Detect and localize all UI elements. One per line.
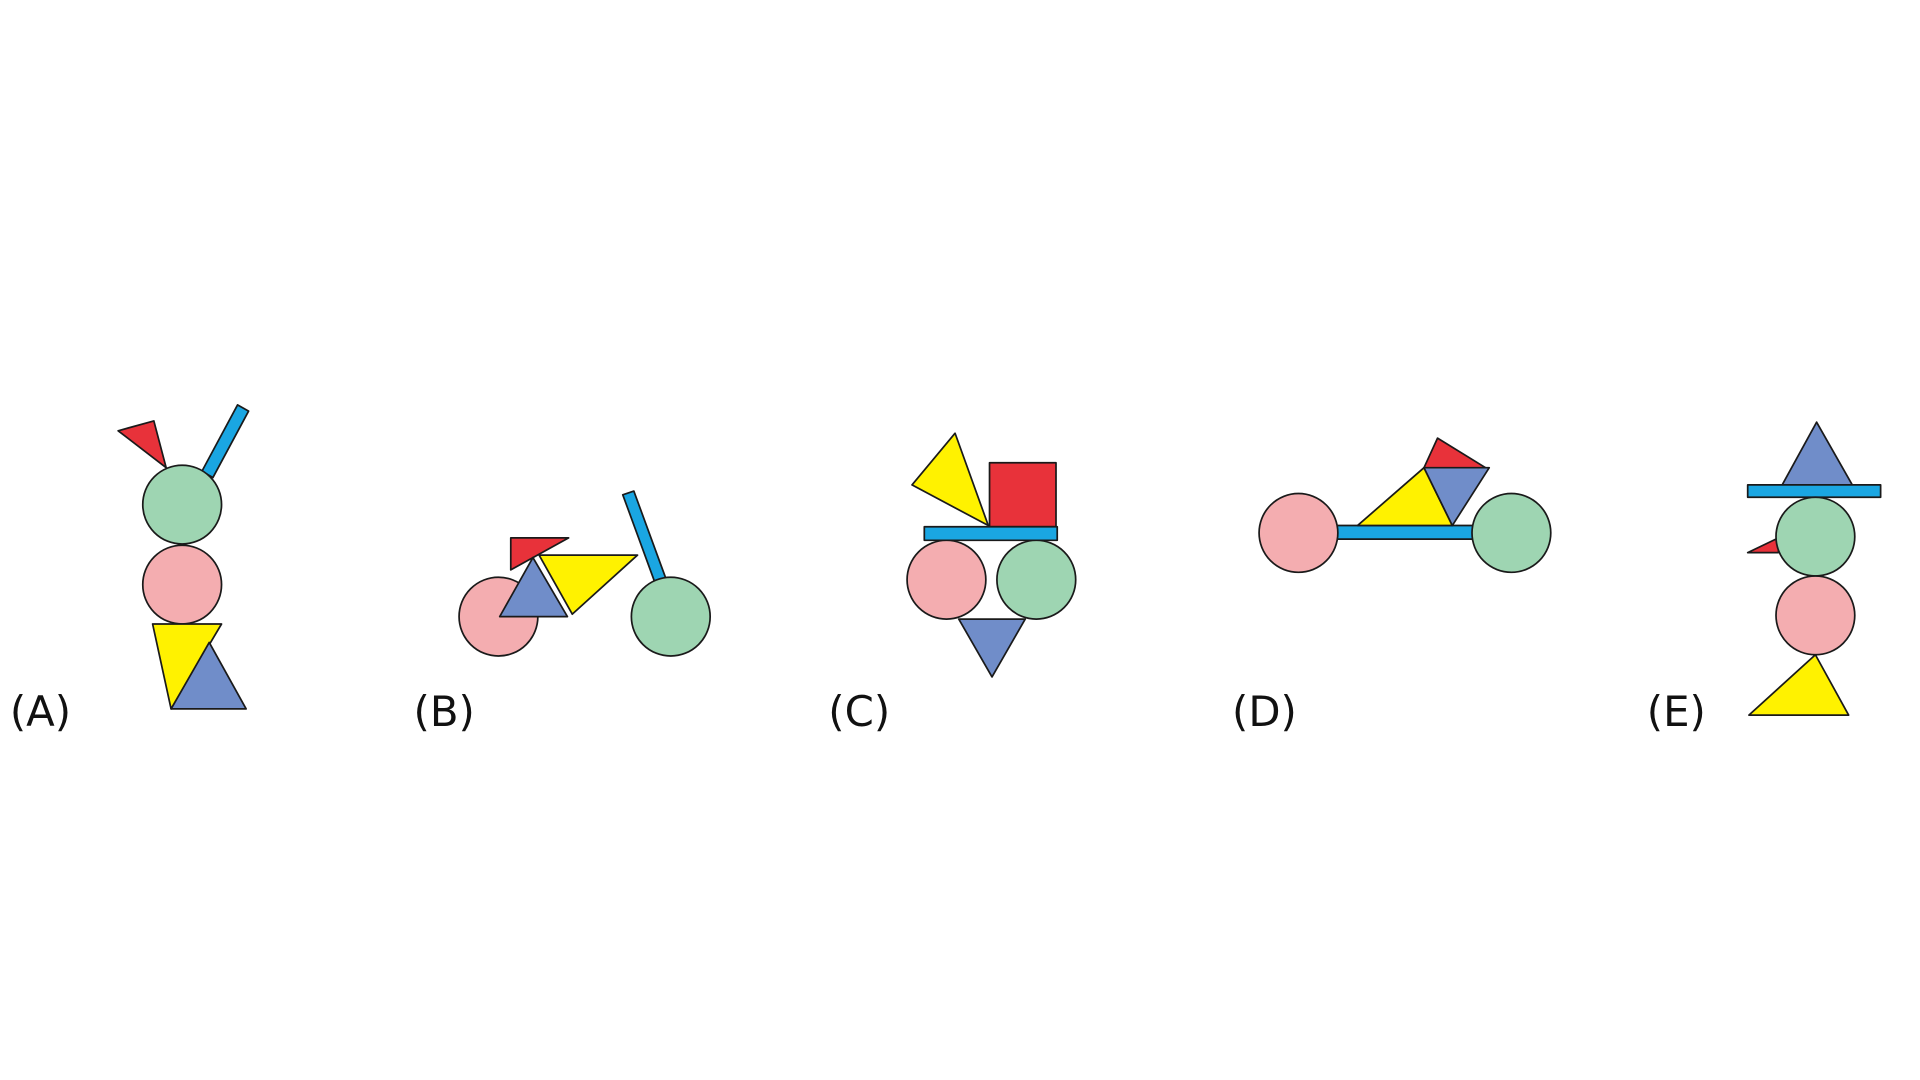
pink-circle [1775, 575, 1856, 656]
blue-bar [923, 525, 1059, 542]
figure-label-c: (C) [828, 687, 890, 736]
green-circle [141, 464, 223, 545]
pink-circle [1258, 492, 1339, 574]
blue-triangle [498, 556, 569, 618]
figure-label-a: (A) [10, 687, 71, 736]
blue-bar [1746, 484, 1882, 499]
figure-label-b: (B) [414, 687, 475, 736]
figure-label-d: (D) [1232, 687, 1297, 736]
figure-e: (E) [1647, 421, 1882, 736]
pink-circle [906, 539, 987, 620]
blue-triangle [1781, 421, 1854, 486]
pink-circle [141, 544, 223, 625]
blue-bar [200, 404, 250, 479]
red-triangle [1746, 536, 1780, 554]
yellow-triangle [1748, 653, 1850, 716]
figure-d: (D) [1232, 437, 1552, 736]
figure-a: (A) [10, 404, 250, 736]
yellow-triangle [538, 554, 639, 616]
blue-triangle [170, 641, 248, 710]
green-circle [1775, 496, 1856, 577]
red-triangle [117, 420, 168, 469]
blue-bar [621, 490, 667, 584]
red-triangle [509, 536, 570, 571]
figure-b: (B) [414, 490, 712, 736]
green-circle [996, 539, 1077, 620]
green-circle [1471, 492, 1552, 574]
yellow-triangle [911, 432, 990, 527]
green-circle [630, 576, 712, 657]
blue-bar [1334, 524, 1476, 540]
blue-triangle [957, 618, 1027, 678]
figure-c: (C) [828, 432, 1077, 736]
figure-label-e: (E) [1647, 687, 1706, 736]
red-square [988, 461, 1057, 528]
red-triangle [1423, 437, 1487, 469]
